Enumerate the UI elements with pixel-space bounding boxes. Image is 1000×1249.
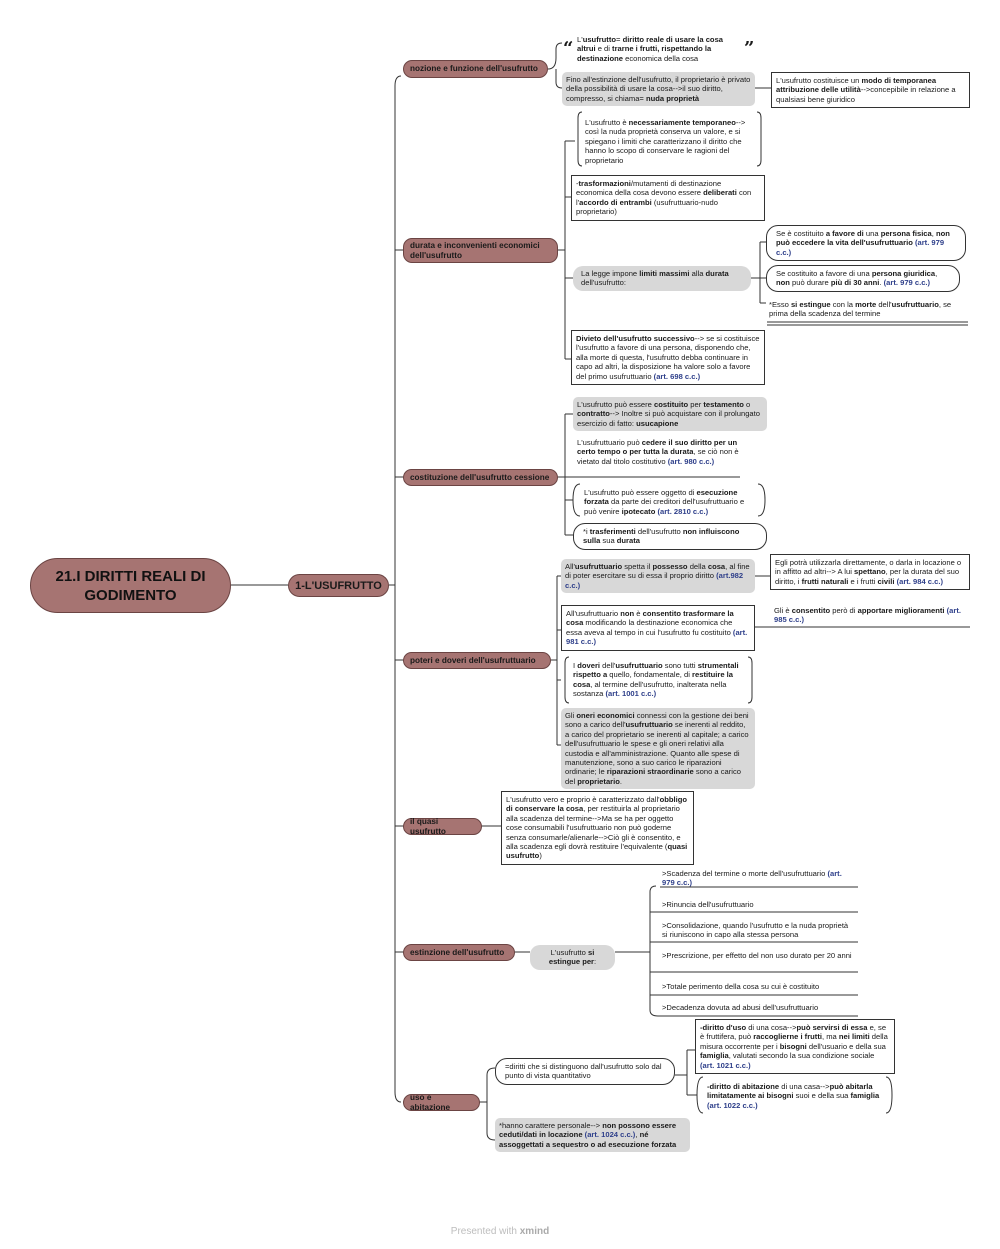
- durata-persona-giuridica[interactable]: Se costituito a favore di una persona gi…: [766, 265, 960, 292]
- nozione-definition[interactable]: L'usufrutto= diritto reale di usare la c…: [577, 35, 724, 63]
- durata-temporaneo[interactable]: L'usufrutto è necessariamente temporaneo…: [585, 118, 746, 165]
- estinzione-item[interactable]: >Consolidazione, quando l'usufrutto e la…: [662, 921, 849, 940]
- uso-diritto-uso[interactable]: -diritto d'uso di una cosa-->può servirs…: [695, 1019, 895, 1075]
- uso-diritti-quantitativi[interactable]: =diritti che si distinguono dall'usufrut…: [495, 1058, 675, 1085]
- durata-limiti-massimi[interactable]: La legge impone limiti massimi alla dura…: [573, 266, 751, 291]
- uso-carattere-personale[interactable]: *hanno carattere personale--> non posson…: [495, 1118, 690, 1153]
- root-topic[interactable]: 21.I DIRITTI REALI DI GODIMENTO: [30, 558, 231, 613]
- footer-brand: xmind: [519, 1226, 550, 1237]
- durata-divieto-successivo[interactable]: Divieto dell'usufrutto successivo--> se …: [571, 330, 765, 386]
- durata-trasformazioni[interactable]: -trasformazioni/mutamenti di destinazion…: [571, 175, 765, 221]
- estinzione-item[interactable]: >Prescrizione, per effetto del non uso d…: [662, 951, 852, 960]
- quote-open-icon: “: [563, 38, 574, 59]
- category-costituzione[interactable]: costituzione dell'usufrutto cessione: [403, 469, 558, 486]
- estinzione-item[interactable]: >Totale perimento della cosa su cui è co…: [662, 982, 820, 991]
- poteri-doveri[interactable]: I doveri dell'usufruttuario sono tutti s…: [573, 661, 739, 699]
- category-nozione[interactable]: nozione e funzione dell'usufrutto: [403, 60, 548, 78]
- costituzione-testamento-contratto[interactable]: L'usufrutto può essere costituito per te…: [573, 397, 767, 432]
- poteri-possesso[interactable]: All'usufruttuario spetta il possesso del…: [561, 559, 755, 594]
- footer-prefix: Presented with: [450, 1226, 517, 1237]
- category-estinzione[interactable]: estinzione dell'usufrutto: [403, 944, 515, 961]
- poteri-miglioramenti[interactable]: Gli è consentito però di apportare migli…: [774, 606, 962, 625]
- nozione-nuda-proprieta[interactable]: Fino all'estinzione dell'usufrutto, il p…: [562, 72, 755, 107]
- main-topic-usufrutto[interactable]: 1-L'USUFRUTTO: [288, 574, 389, 597]
- estinzione-item[interactable]: >Rinuncia dell'usufruttuario: [662, 900, 754, 909]
- poteri-frutti[interactable]: Egli potrà utilizzarla direttamente, o d…: [770, 554, 970, 591]
- estinzione-label[interactable]: L'usufrutto si estingue per:: [530, 945, 615, 970]
- quasi-usufrutto-text[interactable]: L'usufrutto vero e proprio è caratterizz…: [501, 791, 694, 865]
- poteri-oneri-economici[interactable]: Gli oneri economici connessi con la gest…: [561, 708, 755, 790]
- nozione-temporanea-attribuzione[interactable]: L'usufrutto costituisce un modo di tempo…: [771, 72, 970, 109]
- estinzione-item[interactable]: >Decadenza dovuta ad abusi dell'usufrutt…: [662, 1003, 819, 1012]
- poteri-non-trasformare[interactable]: All'usufruttuario non è consentito trasf…: [561, 605, 755, 651]
- costituzione-cedere-diritto[interactable]: L'usufruttuario può cedere il suo diritt…: [577, 438, 739, 466]
- footer-credit: Presented with xmind: [0, 1226, 1000, 1237]
- category-quasi-usufrutto[interactable]: il quasi usufrutto: [403, 817, 482, 836]
- costituzione-trasferimenti[interactable]: *i trasferimenti dell'usufrutto non infl…: [573, 523, 767, 550]
- costituzione-esecuzione-forzata[interactable]: L'usufrutto può essere oggetto di esecuz…: [584, 488, 745, 516]
- estinzione-item[interactable]: >Scadenza del termine o morte dell'usufr…: [662, 869, 842, 888]
- category-uso-abitazione[interactable]: uso e abitazione: [403, 1093, 480, 1112]
- category-poteri[interactable]: poteri e doveri dell'usufruttuario: [403, 652, 551, 669]
- durata-persona-fisica[interactable]: Se è costituito a favore di una persona …: [766, 225, 966, 262]
- category-durata[interactable]: durata e inconvenienti economici dell'us…: [403, 238, 558, 263]
- uso-diritto-abitazione[interactable]: -diritto di abitazione di una casa-->può…: [707, 1082, 880, 1110]
- quote-close-icon: ”: [744, 38, 755, 59]
- durata-estinzione-morte[interactable]: *Esso si estingue con la morte dell'usuf…: [769, 300, 952, 319]
